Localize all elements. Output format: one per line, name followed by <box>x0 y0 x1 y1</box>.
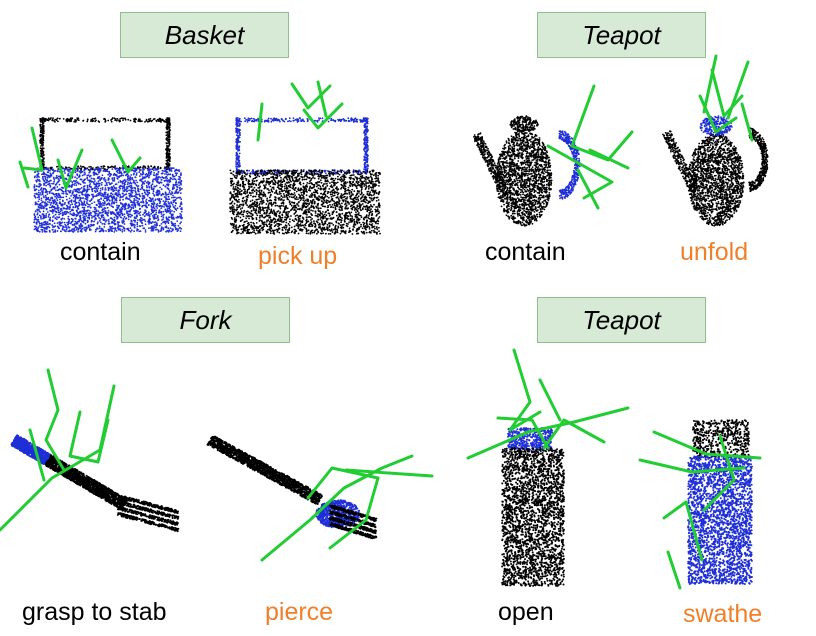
label-teapot-swathe: swathe <box>683 600 762 629</box>
label-basket-contain: contain <box>60 238 141 267</box>
bottle-open-cloud <box>501 427 565 587</box>
gripper-poses <box>0 56 760 588</box>
basket-pickup-cloud <box>229 117 381 235</box>
label-teapot-contain: contain <box>485 238 566 267</box>
label-teapot-unfold: unfold <box>680 238 748 267</box>
label-fork-pierce: pierce <box>265 598 333 627</box>
label-fork-grasp: grasp to stab <box>22 598 167 627</box>
teapot-contain-cloud <box>473 115 581 227</box>
basket-contain-cloud <box>33 117 183 233</box>
label-teapot-open: open <box>498 598 554 627</box>
fork-pierce-cloud <box>207 436 378 540</box>
bottle-swathe-cloud <box>687 419 753 585</box>
label-basket-pickup: pick up <box>258 242 337 271</box>
